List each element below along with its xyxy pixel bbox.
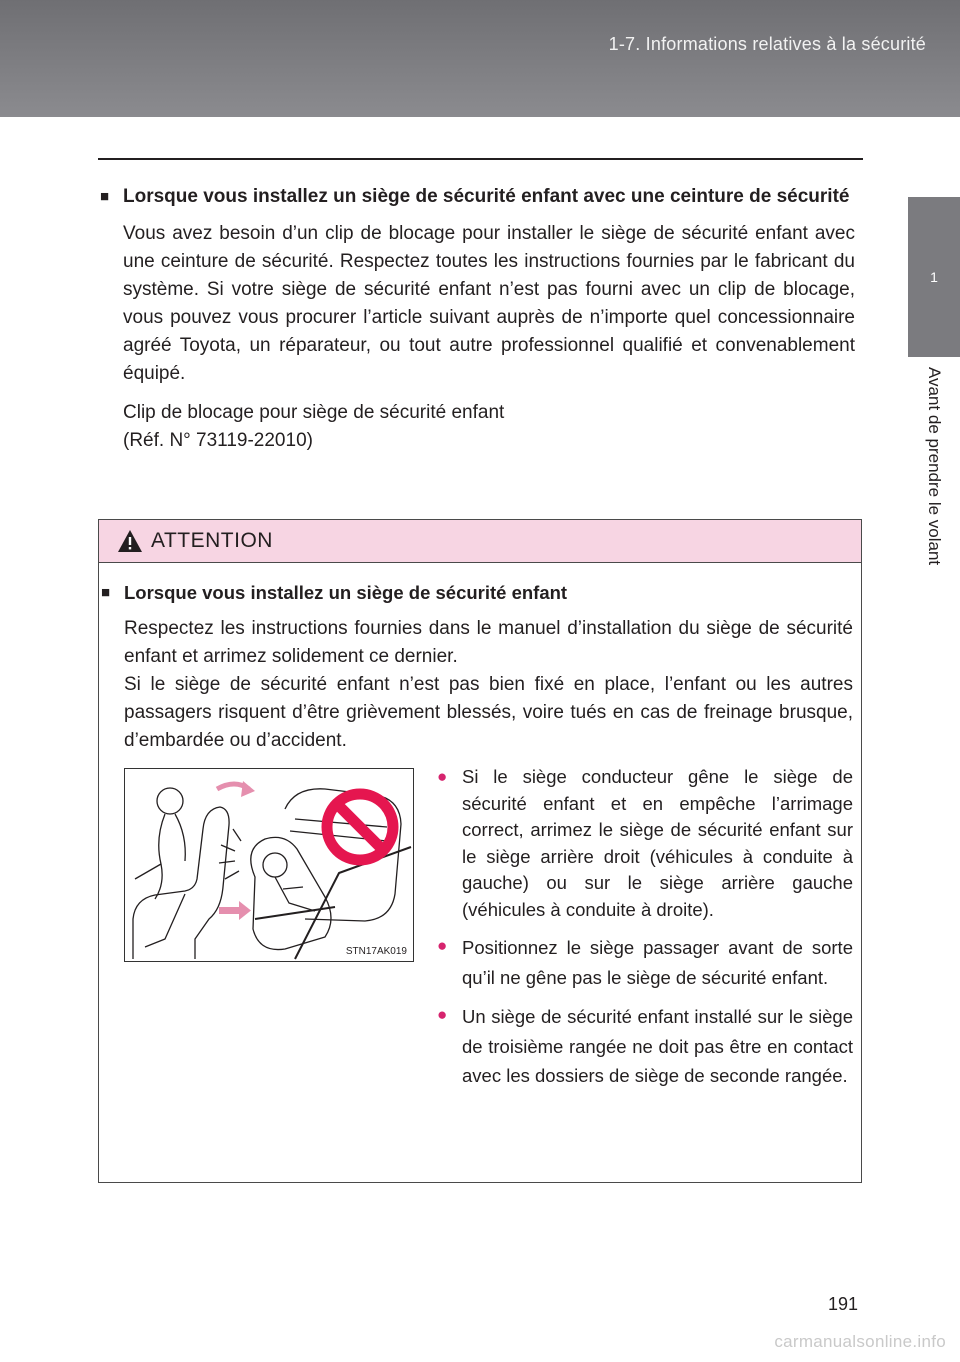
watermark: carmanualsonline.info (774, 1332, 946, 1351)
part-number-note: Clip de blocage pour siège de sécurité e… (123, 399, 855, 455)
seatbelt-install-section: ■ Lorsque vous installez un siège de séc… (100, 182, 855, 455)
warning-title: ATTENTION (151, 529, 273, 552)
square-bullet-icon: ■ (100, 188, 110, 205)
chapter-number: 1 (908, 197, 960, 357)
section-heading-text: Lorsque vous installez un siège de sécur… (123, 186, 850, 207)
top-divider (98, 158, 863, 160)
warning-bullet-list: ● Si le siège conducteur gêne le siège d… (437, 764, 853, 1101)
page-number: 191 (828, 1294, 859, 1314)
section-heading: ■ Lorsque vous installez un siège de séc… (100, 182, 855, 211)
warning-text-1: Respectez les instructions fournies dans… (124, 618, 853, 667)
circle-bullet-icon: ● (437, 1005, 448, 1024)
list-item: ● Un siège de sécurité enfant installé s… (437, 1002, 853, 1091)
part-line-2: (Réf. N° 73119-22010) (123, 430, 313, 451)
list-item: ● Si le siège conducteur gêne le siège d… (437, 764, 853, 923)
circle-bullet-icon: ● (437, 936, 448, 955)
circle-bullet-icon: ● (437, 767, 448, 786)
square-bullet-icon: ■ (101, 584, 111, 601)
section-title: 1-7. Informations relatives à la sécurit… (608, 34, 926, 54)
warning-heading-text: Lorsque vous installez un siège de sécur… (124, 582, 568, 603)
illustration-code: STN17AK019 (345, 946, 407, 957)
warning-triangle-icon (118, 530, 142, 552)
header-band: 1-7. Informations relatives à la sécurit… (0, 0, 960, 117)
warning-body: ■ Lorsque vous installez un siège de séc… (101, 578, 853, 755)
warning-text-2: Si le siège de sécurité enfant n’est pas… (124, 674, 853, 751)
warning-header: ATTENTION (99, 520, 861, 563)
part-line-1: Clip de blocage pour siège de sécurité e… (123, 402, 505, 423)
chapter-label: Avant de prendre le volant (925, 367, 944, 566)
child-seat-illustration: STN17AK019 (124, 768, 414, 962)
child-seat-drawing (132, 781, 412, 960)
warning-heading: ■ Lorsque vous installez un siège de séc… (101, 578, 853, 607)
section-paragraph: Vous avez besoin d’un clip de blocage po… (123, 223, 855, 384)
prohibition-sign-icon (321, 788, 399, 866)
warning-box: ATTENTION ■ Lorsque vous installez un si… (98, 519, 862, 1183)
list-item: ● Positionnez le siège passager avant de… (437, 933, 853, 992)
chapter-side-tab: 1 Avant de prendre le volant (908, 117, 960, 1362)
